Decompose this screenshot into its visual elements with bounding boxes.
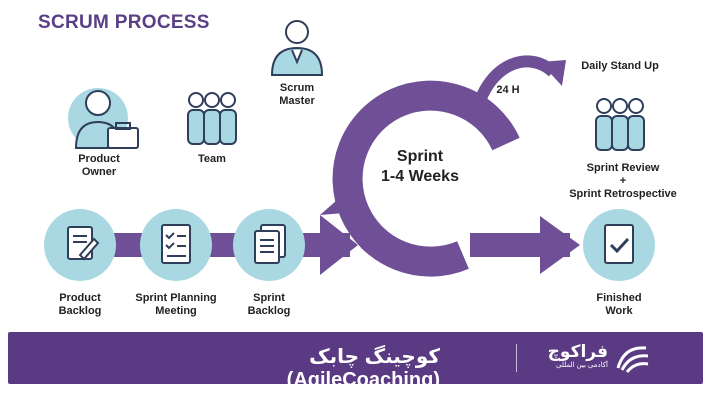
product-owner-line2: Owner bbox=[81, 166, 117, 178]
product-owner-label: Product Owner bbox=[58, 153, 140, 179]
brand-swirl-icon bbox=[616, 346, 649, 373]
sprint-review-label: Sprint Review + Sprint Retrospective bbox=[560, 162, 686, 201]
sprint-planning-circle bbox=[140, 209, 212, 281]
sprint-backlog-circle bbox=[233, 209, 305, 281]
product-backlog-circle bbox=[44, 209, 116, 281]
brand-name: فراکوچ bbox=[547, 342, 608, 361]
product-owner-line1: Product bbox=[78, 153, 120, 165]
sprint-backlog-label: Sprint Backlog bbox=[229, 292, 309, 318]
product-backlog-label: Product Backlog bbox=[35, 292, 125, 318]
cycle-24h-label: 24 H bbox=[496, 84, 520, 96]
sprint-cycle-ring bbox=[332, 80, 520, 277]
page-title: SCRUM PROCESS bbox=[38, 12, 210, 33]
checklist-icon bbox=[161, 224, 191, 264]
sprint-backlog-line2: Backlog bbox=[247, 305, 291, 317]
sprint-duration-label: Sprint 1-4 Weeks bbox=[372, 147, 468, 187]
scrum-master-line1: Scrum bbox=[279, 82, 315, 94]
finished-work-line2: Work bbox=[605, 305, 633, 317]
finished-work-circle bbox=[583, 209, 655, 281]
flow-arrow-into-sprint bbox=[320, 215, 358, 275]
stacked-documents-icon bbox=[254, 224, 286, 264]
team-icon bbox=[187, 92, 237, 145]
scrum-master-line2: Master bbox=[279, 95, 315, 107]
sprint-planning-label: Sprint Planning Meeting bbox=[126, 292, 226, 318]
review-team-icon bbox=[595, 98, 645, 151]
sprint-review-line: Sprint Review bbox=[586, 162, 660, 174]
finished-work-label: Finished Work bbox=[579, 292, 659, 318]
sprint-planning-line1: Sprint Planning bbox=[135, 292, 217, 304]
brand-logo: فراکوچ آکادمی بین المللی bbox=[538, 343, 608, 371]
product-backlog-line1: Product bbox=[59, 292, 101, 304]
footer-banner bbox=[8, 332, 703, 384]
sprint-planning-line2: Meeting bbox=[155, 305, 197, 317]
sprint-cycle-arrowhead bbox=[320, 193, 356, 215]
approved-document-icon bbox=[604, 224, 634, 264]
sprint-retrospective-line: Sprint Retrospective bbox=[569, 188, 677, 200]
flow-arrow-to-finished bbox=[540, 216, 580, 274]
sprint-backlog-line1: Sprint bbox=[253, 292, 285, 304]
product-backlog-line2: Backlog bbox=[58, 305, 102, 317]
backlog-document-icon bbox=[67, 226, 100, 261]
footer-divider bbox=[516, 344, 517, 372]
product-owner-icon bbox=[68, 88, 139, 149]
daily-arc-arrowhead bbox=[540, 60, 566, 86]
footer-title: کوچینگ چابک (AgileCoaching) bbox=[286, 346, 440, 391]
sprint-label: Sprint bbox=[396, 148, 444, 165]
scrum-master-icon bbox=[270, 20, 324, 76]
review-plus: + bbox=[619, 175, 627, 187]
daily-standup-label: Daily Stand Up bbox=[581, 60, 659, 72]
finished-work-line1: Finished bbox=[596, 292, 642, 304]
sprint-weeks-label: 1-4 Weeks bbox=[381, 168, 459, 185]
team-label: Team bbox=[198, 153, 226, 165]
brand-tagline: آکادمی بین المللی bbox=[556, 362, 608, 369]
scrum-master-label: Scrum Master bbox=[262, 82, 332, 108]
